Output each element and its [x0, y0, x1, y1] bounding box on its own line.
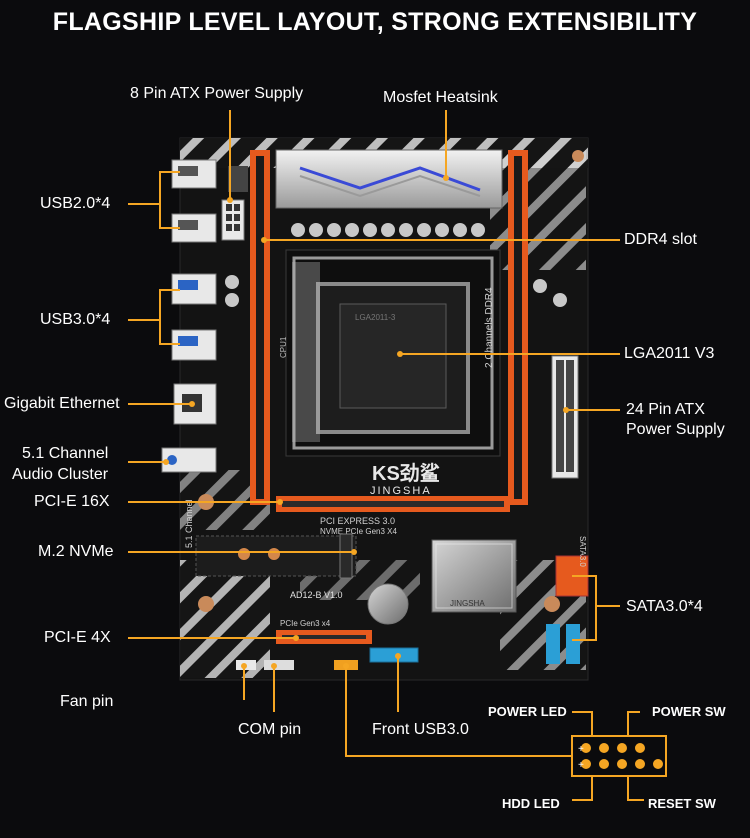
- atx24-connector: [551, 355, 579, 479]
- pcie4-silk: PCIe Gen3 x4: [280, 619, 331, 628]
- label-pcie16: PCI-E 16X: [34, 493, 110, 510]
- board-channels-silk: 2 Channels DDR4: [484, 287, 495, 368]
- com-header: [264, 660, 294, 670]
- label-sata: SATA3.0*4: [626, 598, 703, 615]
- chipset-brand: JINGSHA: [450, 599, 485, 608]
- label-power-sw: POWER SW: [652, 704, 726, 719]
- label-reset-sw: RESET SW: [648, 796, 716, 811]
- socket-label: LGA2011-3: [355, 313, 396, 322]
- label-usb3: USB3.0*4: [40, 311, 111, 328]
- cmos-battery: [367, 583, 409, 625]
- page-title: FLAGSHIP LEVEL LAYOUT, STRONG EXTENSIBIL…: [52, 8, 698, 36]
- label-ethernet: Gigabit Ethernet: [4, 395, 120, 412]
- fan-header: [236, 660, 256, 670]
- label-usb2: USB2.0*4: [40, 195, 111, 212]
- label-m2: M.2 NVMe: [38, 543, 114, 560]
- sata-silk: SATA3.0: [578, 536, 587, 567]
- label-audio-line1: 5.1 Channel: [22, 445, 109, 462]
- m2-slot: [195, 533, 357, 579]
- label-ddr4: DDR4 slot: [624, 231, 697, 248]
- label-atx24-line1: 24 Pin ATX: [626, 401, 705, 418]
- pcie16-slot: [276, 496, 510, 512]
- svg-text:+: +: [578, 760, 584, 771]
- board-cpu-silk: CPU1: [279, 336, 288, 358]
- label-atx8: 8 Pin ATX Power Supply: [130, 85, 304, 102]
- front-usb3-header: [369, 647, 419, 663]
- pcie4-slot: [276, 630, 372, 644]
- audio-ports: [161, 447, 217, 473]
- cpu-socket: [285, 249, 501, 457]
- label-front-usb: Front USB3.0: [372, 721, 469, 738]
- label-hdd-led: HDD LED: [502, 796, 560, 811]
- capacitors: [225, 223, 567, 307]
- label-power-led: POWER LED: [488, 704, 567, 719]
- board-brand: JINGSHA: [370, 485, 432, 497]
- board-logo: KS劲鲨: [372, 461, 440, 485]
- label-com: COM pin: [238, 721, 302, 738]
- atx8-connector: [221, 166, 248, 241]
- label-atx24-line2: Power Supply: [626, 421, 725, 438]
- board-audio-silk: 5.1 Channel: [184, 499, 194, 548]
- pcie16-silk: PCI EXPRESS 3.0: [320, 516, 395, 526]
- board-rev: AD12-B V1.0: [290, 590, 343, 600]
- label-mosfet: Mosfet Heatsink: [383, 89, 498, 106]
- chipset-heatsink: [431, 539, 517, 613]
- front-panel-header: [334, 660, 358, 670]
- svg-text:+: +: [578, 744, 584, 755]
- ethernet-port: [173, 383, 217, 425]
- label-fan: Fan pin: [60, 693, 114, 710]
- nvme-silk: NVME PCIe Gen3 X4: [320, 527, 397, 536]
- mosfet-heatsink: [275, 149, 503, 209]
- front-panel-diagram: + +: [571, 735, 667, 777]
- label-audio-line2: Audio Cluster: [12, 466, 109, 483]
- label-pcie4: PCI-E 4X: [44, 629, 111, 646]
- mounting-holes: [198, 150, 584, 612]
- label-lga: LGA2011 V3: [624, 345, 715, 362]
